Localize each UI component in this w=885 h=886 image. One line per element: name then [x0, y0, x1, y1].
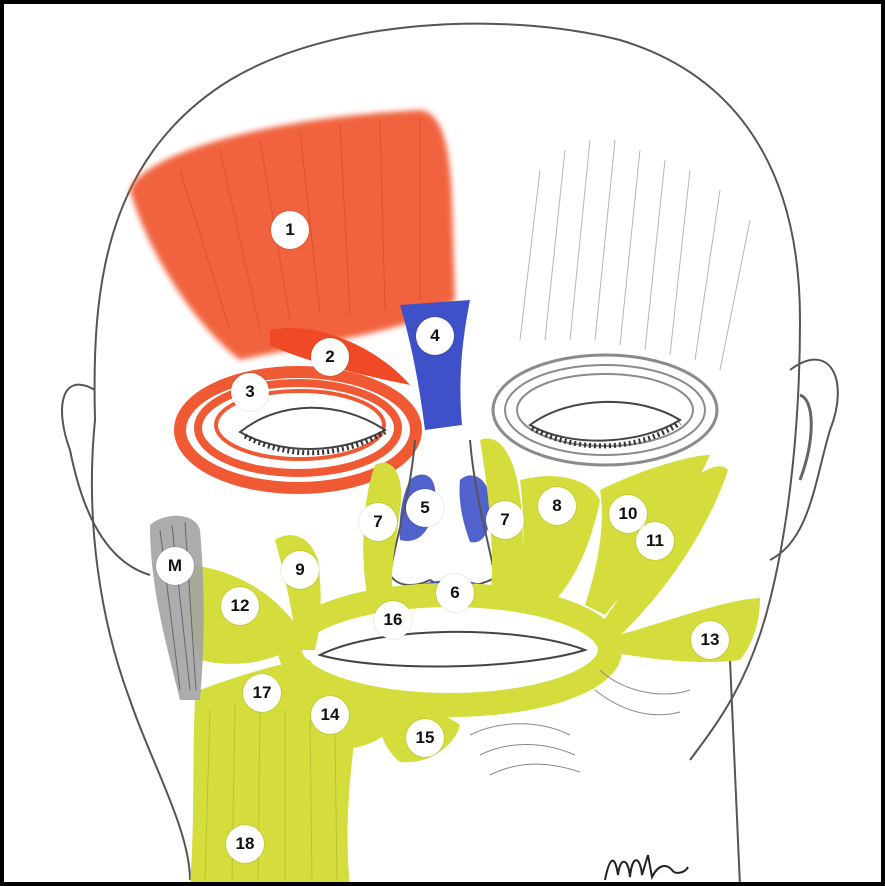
label-6: 6: [436, 574, 474, 612]
label-5: 5: [406, 489, 444, 527]
label-8: 8: [538, 487, 576, 525]
left-eye: [240, 408, 385, 449]
label-9: 9: [281, 551, 319, 589]
label-15: 15: [406, 719, 444, 757]
label-4: 4: [416, 317, 454, 355]
label-7-right: 7: [486, 501, 524, 539]
label-16: 16: [374, 601, 412, 639]
right-ear: [770, 360, 838, 560]
label-14: 14: [311, 696, 349, 734]
artist-signature: [600, 835, 690, 885]
label-13: 13: [691, 621, 729, 659]
masseter-muscle: [150, 516, 204, 700]
left-ear: [62, 385, 150, 575]
right-frontalis-strokes: [520, 140, 750, 370]
label-17: 17: [243, 674, 281, 712]
label-7-left: 7: [359, 503, 397, 541]
label-m: M: [156, 547, 194, 585]
label-3: 3: [231, 373, 269, 411]
mouth: [320, 632, 585, 667]
label-1: 1: [271, 211, 309, 249]
label-2: 2: [311, 338, 349, 376]
label-11: 11: [636, 522, 674, 560]
label-18: 18: [226, 825, 264, 863]
right-ear-inner: [800, 395, 811, 480]
label-12: 12: [221, 587, 259, 625]
